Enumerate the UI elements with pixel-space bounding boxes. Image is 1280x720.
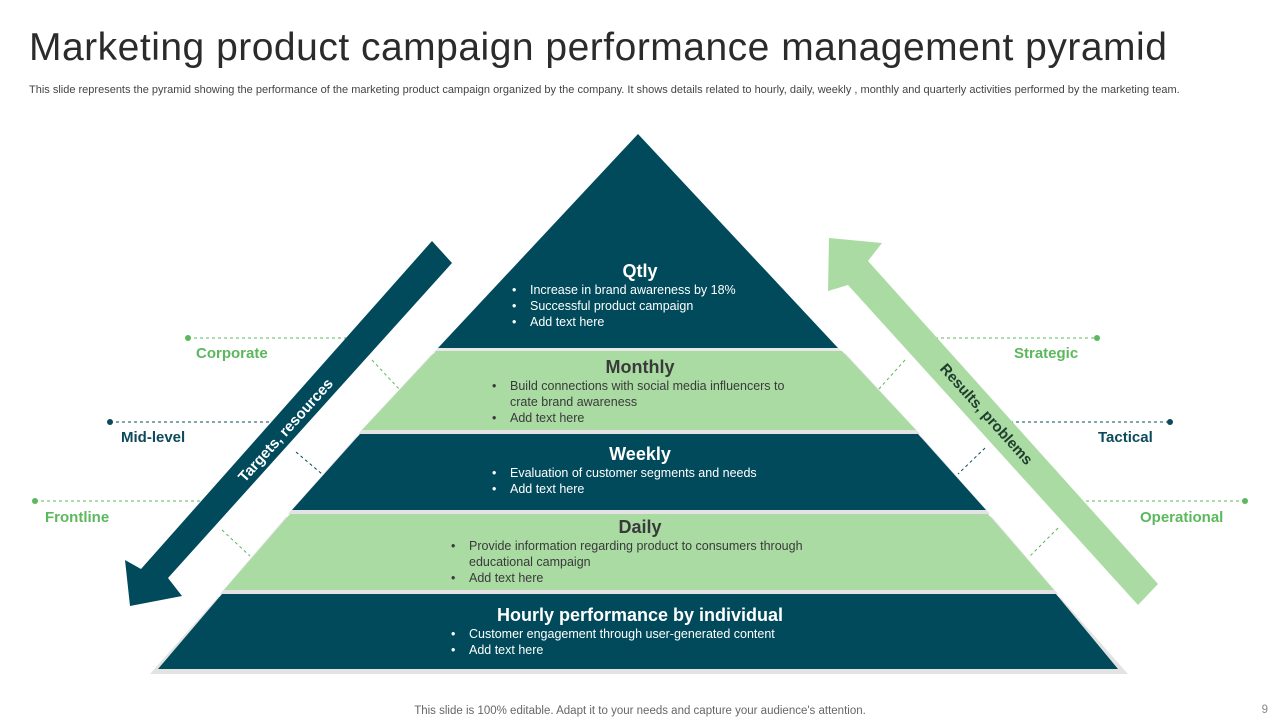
operational-label: Operational (1140, 509, 1224, 526)
tier-bullet: Add text here (510, 314, 770, 330)
tier-bullet: Add text here (449, 570, 831, 586)
tier-title: Qtly (622, 261, 658, 281)
frontline-guide-dot (32, 498, 38, 504)
tier-title: Daily (618, 517, 662, 537)
operational-guide-diag (1029, 527, 1059, 557)
mid-level-guide-dot (107, 419, 113, 425)
tier-bullets: Evaluation of customer segments and need… (490, 465, 790, 497)
tier-bullets: Provide information regarding product to… (449, 538, 831, 586)
corporate-guide-diag (371, 359, 401, 391)
tactical-guide-diag (957, 447, 986, 475)
corporate-guide-dot (185, 335, 191, 341)
slide-subtitle: This slide represents the pyramid showin… (29, 84, 1180, 96)
tier-bullet: Add text here (490, 481, 790, 497)
up-arrow (828, 238, 1158, 605)
mid-level-label: Mid-level (121, 429, 186, 446)
down-arrow (125, 241, 452, 606)
tactical-guide-dot (1167, 419, 1173, 425)
strategic-guide-dot (1094, 335, 1100, 341)
level-guides (32, 335, 1248, 557)
tier-hourly: Hourly performance by individual Custome… (400, 604, 880, 659)
tier-title: Hourly performance by individual (496, 605, 784, 625)
mid-level-guide-diag (295, 451, 323, 475)
slide-title: Marketing product campaign performance m… (29, 26, 1168, 69)
tier-bullet: Evaluation of customer segments and need… (490, 465, 790, 481)
tier-weekly: Weekly Evaluation of customer segments a… (440, 443, 840, 498)
tier-daily: Daily Provide information regarding prod… (400, 516, 880, 587)
page-number: 9 (1261, 704, 1268, 716)
tier-monthly: Monthly Build connections with social me… (440, 356, 840, 427)
slide-footer: This slide is 100% editable. Adapt it to… (414, 705, 866, 717)
tier-bullet: Customer engagement through user-generat… (449, 626, 831, 642)
down-arrow-shape (125, 241, 452, 606)
tier-bullet: Provide information regarding product to… (449, 538, 831, 570)
corporate-label: Corporate (196, 345, 268, 362)
tier-bullet: Build connections with social media infl… (490, 378, 790, 410)
up-arrow-shape (828, 238, 1158, 605)
tier-title: Weekly (609, 444, 671, 464)
tier-bullets: Build connections with social media infl… (490, 378, 790, 426)
tier-bullets: Customer engagement through user-generat… (449, 626, 831, 658)
tier-bullet: Add text here (490, 410, 790, 426)
tier-qtly: Qtly Increase in brand awareness by 18% … (440, 260, 840, 331)
operational-guide-dot (1242, 498, 1248, 504)
tier-bullet: Successful product campaign (510, 298, 770, 314)
tier-title: Monthly (605, 357, 675, 377)
tier-bullet: Add text here (449, 642, 831, 658)
tier-bullets: Increase in brand awareness by 18% Succe… (510, 282, 770, 330)
frontline-guide-diag (221, 529, 251, 557)
strategic-label: Strategic (1014, 345, 1079, 362)
tactical-label: Tactical (1098, 429, 1153, 446)
tier-bullet: Increase in brand awareness by 18% (510, 282, 770, 298)
strategic-guide-diag (877, 359, 906, 391)
frontline-label: Frontline (45, 509, 110, 526)
